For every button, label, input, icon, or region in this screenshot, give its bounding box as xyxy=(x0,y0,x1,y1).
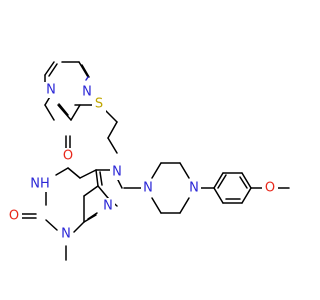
svg-text:S: S xyxy=(95,97,103,112)
bond xyxy=(81,64,90,78)
svg-text:N: N xyxy=(61,227,71,242)
bond xyxy=(57,104,72,121)
bond xyxy=(83,185,99,197)
bond xyxy=(73,221,85,233)
svg-text:N: N xyxy=(82,85,92,100)
svg-text:N: N xyxy=(189,181,199,196)
svg-text:N: N xyxy=(46,83,56,98)
bond xyxy=(70,104,81,121)
svg-text:N: N xyxy=(103,199,113,214)
piperazine-aryl xyxy=(123,162,290,214)
bond xyxy=(151,197,162,214)
molecule-svg: N N S O N NH N xyxy=(6,61,290,261)
bond xyxy=(99,171,103,186)
atom-n-piperazine-1: N xyxy=(141,180,155,196)
bond xyxy=(179,197,190,214)
atom-o-bottom: O xyxy=(6,208,22,224)
bond xyxy=(97,185,109,199)
bond xyxy=(107,137,118,154)
bond xyxy=(241,172,252,189)
bond xyxy=(217,174,227,189)
bond xyxy=(117,179,123,189)
bond xyxy=(78,61,89,78)
molecule-structure-diagram: N N S O N NH N xyxy=(6,61,290,261)
bond xyxy=(239,176,248,189)
atom-n-piperazine-4: N xyxy=(187,180,201,196)
pyrimidine-ring xyxy=(44,61,90,121)
bond xyxy=(151,162,162,179)
bond xyxy=(241,187,252,204)
bond xyxy=(179,162,190,179)
bond xyxy=(44,104,55,121)
svg-text:O: O xyxy=(9,209,19,224)
bond xyxy=(213,172,224,189)
svg-text:N: N xyxy=(143,181,153,196)
bond xyxy=(95,169,99,187)
bond xyxy=(55,167,69,176)
atom-o-methoxy: O xyxy=(262,180,278,196)
thioether-chain xyxy=(74,104,118,154)
atom-n-pyrimidine-a: N xyxy=(80,84,94,100)
bond xyxy=(58,103,69,116)
bond xyxy=(44,61,55,76)
atom-nh: NH xyxy=(28,176,52,192)
bond xyxy=(87,212,98,220)
bond xyxy=(213,187,224,204)
atom-o-top: O xyxy=(61,148,75,164)
atom-n-imidazole-9: N xyxy=(101,198,115,214)
atom-n-methyl: N xyxy=(59,226,73,242)
svg-text:O: O xyxy=(63,149,73,164)
atom-s: S xyxy=(92,96,106,112)
bond xyxy=(85,76,89,81)
svg-text:O: O xyxy=(265,181,275,196)
bond xyxy=(79,169,97,179)
svg-text:NH: NH xyxy=(30,177,50,192)
atom-n-imidazole-7: N xyxy=(110,164,124,180)
bond xyxy=(67,167,81,179)
bond xyxy=(45,219,58,231)
bond xyxy=(48,63,58,77)
atom-labels: N N S O N NH N xyxy=(6,82,278,242)
atom-n-pyrimidine-b: N xyxy=(44,82,58,98)
bond xyxy=(107,121,118,139)
svg-text:N: N xyxy=(112,165,122,180)
